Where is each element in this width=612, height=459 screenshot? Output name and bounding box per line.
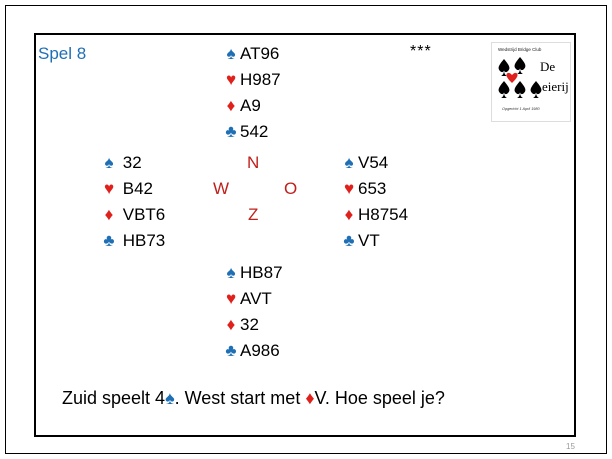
spade-icon: ♠	[104, 153, 114, 172]
spade-icon: ♠	[226, 263, 236, 282]
heart-icon: ♥	[103, 179, 115, 198]
club-icon: ♣	[225, 341, 237, 360]
heart-icon: ♥	[225, 289, 237, 308]
south-clubs: ♣A986	[222, 341, 279, 361]
logo-founded: Opgericht 1 April 1980	[502, 107, 540, 111]
compass-east: O	[284, 179, 298, 198]
diamond-icon: ♦	[226, 96, 236, 115]
diamond-icon: ♦	[226, 315, 236, 334]
compass-west: W	[213, 179, 230, 198]
north-spades: ♠AT96	[222, 44, 279, 64]
south-hearts: ♥AVT	[222, 289, 272, 309]
logo-word-de: De	[540, 59, 556, 74]
compass-south: Z	[248, 205, 259, 224]
west-diamonds: ♦ VBT6	[100, 205, 166, 225]
spade-icon: ♠	[344, 153, 354, 172]
logo-club-name: Wedstrijd Bridge Club	[498, 47, 542, 52]
club-icon: ♣	[103, 231, 115, 250]
spade-icon: ♠	[165, 388, 175, 408]
north-hearts: ♥H987	[222, 70, 281, 90]
club-icon: ♣	[343, 231, 355, 250]
slide-title: Spel 8	[38, 44, 87, 63]
heart-icon: ♥	[225, 70, 237, 89]
club-logo: Wedstrijd Bridge Club De eierij Opgerich…	[492, 43, 570, 121]
club-icon: ♣	[225, 122, 237, 141]
north-clubs: ♣542	[222, 122, 268, 142]
spade-icon: ♠	[226, 44, 236, 63]
page-number: 15	[566, 442, 575, 451]
playing-card-logo-icon	[498, 57, 542, 98]
logo-word-meierij: eierij	[542, 79, 569, 94]
diamond-icon: ♦	[104, 205, 114, 224]
west-hearts: ♥ B42	[100, 179, 153, 199]
diamond-icon: ♦	[305, 388, 315, 408]
south-spades: ♠HB87	[222, 263, 282, 283]
compass-north: N	[247, 153, 260, 172]
west-spades: ♠ 32	[100, 153, 141, 173]
heart-icon: ♥	[343, 179, 355, 198]
diamond-icon: ♦	[344, 205, 354, 224]
south-diamonds: ♦32	[222, 315, 259, 335]
east-clubs: ♣VT	[340, 231, 379, 251]
east-spades: ♠V54	[340, 153, 388, 173]
west-clubs: ♣ HB73	[100, 231, 165, 251]
slide-content-box	[34, 33, 576, 437]
contract-question: Zuid speelt 4♠. West start met ♦V. Hoe s…	[62, 388, 445, 408]
east-diamonds: ♦H8754	[340, 205, 408, 225]
difficulty-stars: ***	[410, 43, 432, 60]
east-hearts: ♥653	[340, 179, 386, 199]
north-diamonds: ♦A9	[222, 96, 261, 116]
